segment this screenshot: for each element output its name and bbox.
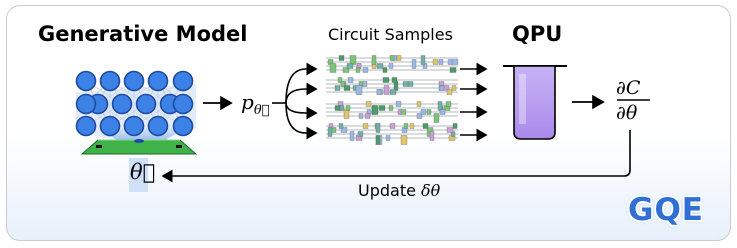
- gradient-numerator: ∂C: [616, 77, 641, 99]
- branch-arrows: [272, 62, 318, 140]
- update-text: Update: [358, 181, 416, 200]
- network-node: [123, 70, 145, 92]
- network-node: [75, 93, 97, 115]
- parameter-box: [129, 158, 148, 192]
- update-symbol: δθ: [421, 181, 441, 200]
- network-node: [172, 70, 194, 92]
- network-node: [135, 93, 157, 115]
- network-node: [147, 70, 169, 92]
- neural-network-illustration: [75, 70, 196, 146]
- network-node: [75, 115, 97, 137]
- circuit-sample: [326, 55, 459, 73]
- platform-icon: [80, 139, 198, 155]
- qpu-icon: [503, 65, 567, 140]
- circuit-sample: [326, 123, 458, 145]
- parameter-symbol: θ⃗: [130, 160, 156, 184]
- gradient-denominator: ∂θ: [616, 102, 638, 124]
- network-node: [111, 93, 133, 115]
- network-node: [123, 115, 145, 137]
- network-node: [75, 70, 97, 92]
- qpu-title: QPU: [512, 22, 563, 46]
- circuit-to-qpu-arrows: [460, 62, 488, 142]
- circuit-sample: [326, 101, 458, 123]
- generative-model-title: Generative Model: [38, 22, 248, 46]
- network-node: [172, 115, 194, 137]
- circuit-samples-title: Circuit Samples: [328, 25, 453, 44]
- distribution-subscript: θ⃗: [253, 103, 270, 118]
- network-node: [99, 115, 121, 137]
- distribution-symbol: p: [241, 90, 254, 114]
- circuit-samples: [326, 55, 459, 145]
- update-feedback-arrow: [161, 130, 631, 183]
- update-label: Update δθ: [358, 181, 440, 200]
- distribution-label: pθ⃗: [241, 90, 269, 118]
- network-node: [172, 93, 194, 115]
- network-node: [147, 115, 169, 137]
- circuit-sample: [326, 77, 458, 95]
- network-node: [99, 70, 121, 92]
- gqe-logo: GQE: [628, 192, 704, 228]
